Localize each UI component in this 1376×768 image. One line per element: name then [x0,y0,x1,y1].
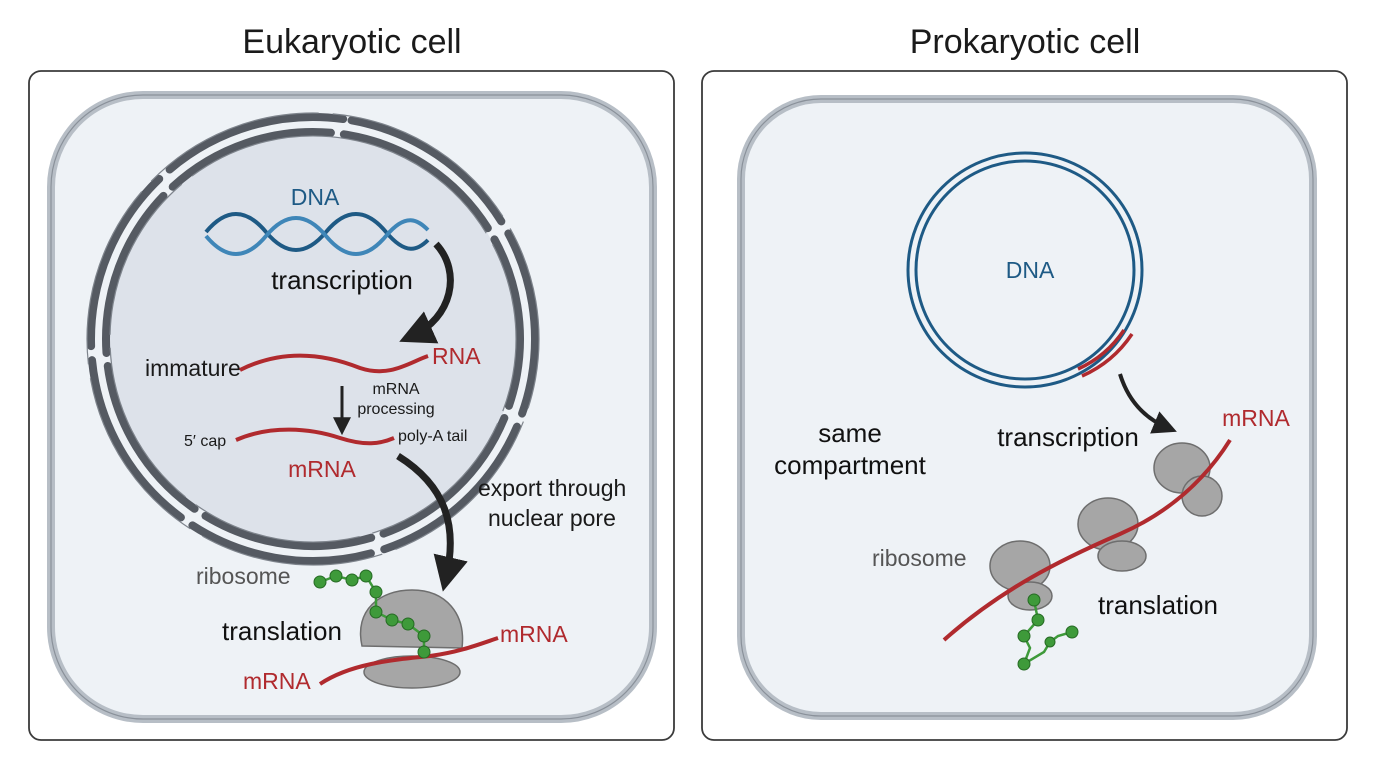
eu-polypeptide [313,569,431,659]
nuclear-envelope-edge [86,112,540,566]
pro-translation-label: translation [1098,590,1218,620]
eukaryote-title: Eukaryotic cell [242,23,461,61]
circular-dna [906,151,1144,389]
export-arrow [396,453,468,592]
prokaryote-panel: Prokaryotic cell DNA transcription mRNA … [701,23,1348,741]
immature-label: immature [145,355,241,381]
eu-translation-label: translation [222,616,342,646]
eukaryote-cell-membrane-edge [50,94,654,720]
eu-translation-mrna [318,636,499,686]
poly-a-label: poly-A tail [398,428,467,445]
pro-ribosome-label: ribosome [872,545,967,571]
nuclear-envelope [87,113,539,565]
mrna-processing-label-1: mRNA [372,381,419,398]
eu-transcription-label: transcription [271,265,413,295]
eu-mrna-left-label: mRNA [243,668,311,694]
pro-transcription-arrow [1118,373,1177,434]
pro-polypeptide [1017,593,1079,671]
export-label-1: export through [478,475,626,501]
same-label-2: compartment [774,450,926,480]
eu-dna-label: DNA [291,184,340,210]
pro-dna-label: DNA [1006,257,1055,283]
mrna-processing-label-2: processing [357,401,434,418]
pro-mrna-strand [942,438,1232,642]
transcription-arrow [399,241,454,344]
eu-mrna-right-label: mRNA [500,621,568,647]
five-cap-label: 5′ cap [184,433,226,450]
nucleus [86,112,540,566]
same-label-1: same [818,418,882,448]
export-label-2: nuclear pore [488,505,616,531]
rna-label: RNA [432,343,481,369]
pro-transcription-label: transcription [997,422,1139,452]
prokaryote-title: Prokaryotic cell [910,23,1141,61]
dna-helix: DNA [204,184,430,256]
nucleoplasm [109,135,517,543]
eukaryote-panel: Eukaryotic cell DNA transcription [28,23,675,741]
immature-rna-strand [239,353,429,374]
prokaryote-cell-membrane-edge [740,98,1314,717]
mature-mrna-strand [235,427,395,446]
eu-mrna-nucleus-label: mRNA [288,456,356,482]
pro-ribosome-2 [1077,497,1147,572]
eu-ribosome-label: ribosome [196,563,291,589]
pro-mrna-label: mRNA [1222,405,1290,431]
